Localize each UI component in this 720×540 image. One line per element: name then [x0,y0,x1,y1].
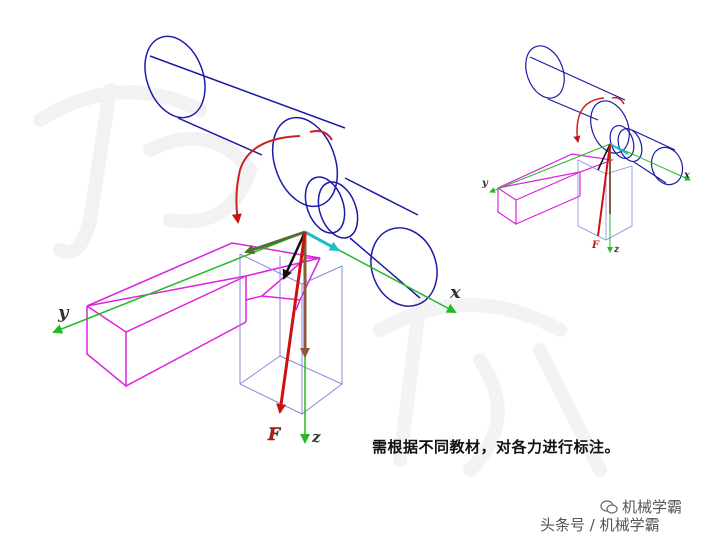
small-label-F: F [591,240,600,251]
watermark-source: 头条号 / 机械学霸 [540,516,660,534]
label-y: y [57,302,70,323]
main-diagram: y x z F [52,35,461,446]
force-olive-vector [244,230,306,255]
small-label-x: x [683,170,691,181]
annotation-note: 需根据不同教材，对各力进行标注。 [372,438,621,456]
small-label-y: y [481,178,489,189]
workpiece-large-cylinder [144,35,438,307]
watermark-account: 机械学霸 [600,496,682,517]
label-x: x [449,282,461,303]
small-diagram: y x z F [481,45,691,255]
watermark-account-text: 机械学霸 [622,498,683,516]
small-label-z: z [613,245,620,255]
small-y-axis [489,143,611,193]
background-watermark [33,83,607,477]
small-cutting-tool [497,153,615,226]
force-black-vector [282,231,307,280]
force-F-vector [276,231,307,414]
label-z: z [311,428,321,446]
small-force-F-vector [597,143,611,237]
small-x-axis [609,143,691,181]
cutting-tool [86,242,321,388]
rotation-arrow [236,130,333,222]
small-rotation-arrow [577,96,625,142]
wechat-icon [600,499,618,514]
label-F: F [267,425,282,445]
small-force-cyan-vector [609,143,629,155]
force-cyan-vector [304,230,340,252]
small-force-black-vector [597,143,611,171]
force-box [239,253,343,415]
small-force-box [577,159,633,241]
y-axis [52,231,306,334]
